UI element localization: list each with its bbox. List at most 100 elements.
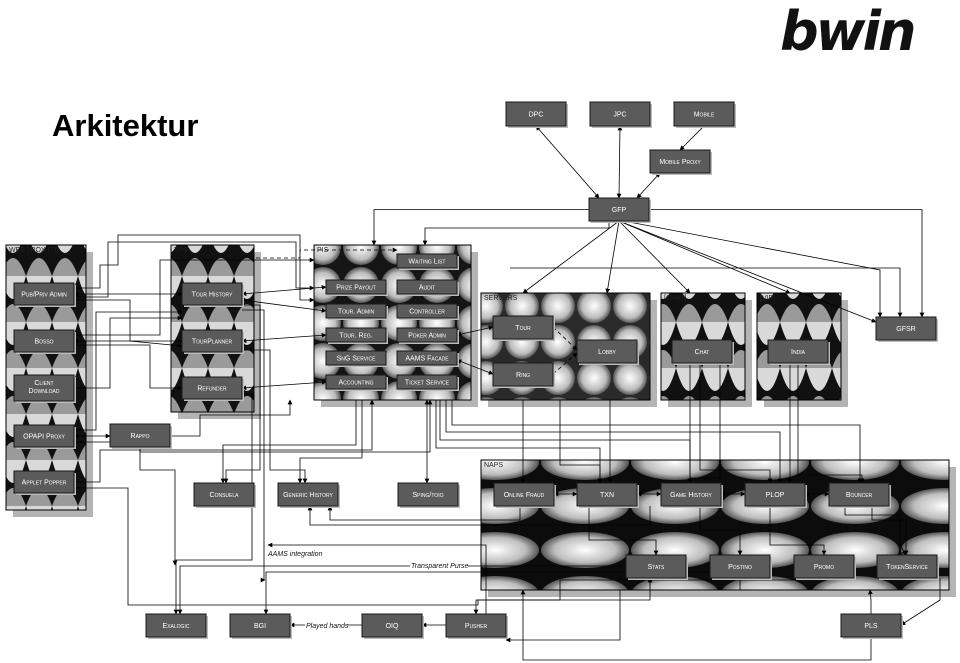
node-gfsr[interactable]: GFSR (875, 316, 938, 342)
node-gfp[interactable]: GFP (588, 197, 651, 223)
node-poker-admin[interactable]: Poker Admin (396, 327, 459, 344)
edge (699, 363, 773, 484)
edge (535, 125, 600, 199)
cluster-label-tps: TPS (174, 247, 188, 254)
node-label-bosso: Bosso (34, 339, 53, 346)
node-tour-admin[interactable]: Tour. Admin (325, 303, 388, 320)
node-mobile[interactable]: Mobile (673, 101, 736, 128)
edge (623, 220, 883, 318)
node-rappo[interactable]: Rappo (109, 423, 172, 449)
node-label-tokenservice: TokenService (886, 564, 928, 571)
edge (263, 571, 710, 615)
node-prize-payout[interactable]: Prize Payout (325, 279, 388, 296)
node-opapi-proxy[interactable]: OPAPI Proxy (13, 424, 76, 449)
node-bosso[interactable]: Bosso (13, 329, 76, 354)
node-label-pusher: Pusher (465, 623, 488, 630)
node-label-stats: Stats (648, 564, 665, 571)
node-label-jpc: JPC (613, 112, 626, 119)
node-chat[interactable]: Chat (671, 339, 734, 365)
edge (74, 399, 375, 483)
node-label-chat: Chat (695, 349, 710, 356)
node-tourplanner[interactable]: TourPlanner (181, 329, 244, 354)
node-label-sping-toio: Sping/toio (413, 492, 444, 499)
edge-label-played-hands: Played hands (306, 623, 349, 630)
node-generic-history[interactable]: Generic History (277, 482, 340, 508)
node-label-tour-admin: Tour. Admin (338, 309, 375, 316)
node-accounting[interactable]: Accounting (325, 374, 388, 391)
edge (241, 379, 327, 391)
node-consuela[interactable]: Consuela (193, 482, 256, 508)
node-label-controller: Controller (409, 309, 445, 316)
node-label-india: India (791, 349, 806, 356)
node-promo[interactable]: Promo (793, 554, 856, 580)
node-tokenservice[interactable]: TokenService (876, 554, 939, 580)
node-label-opapi-proxy: OPAPI Proxy (23, 434, 65, 441)
edge (679, 125, 705, 151)
node-india[interactable]: India (767, 339, 830, 365)
edge (445, 400, 783, 484)
node-tour-history[interactable]: Tour History (181, 282, 244, 307)
node-sng-service[interactable]: SnG Service (325, 350, 388, 367)
edge (74, 315, 183, 389)
edge (616, 125, 623, 199)
node-waiting-list[interactable]: Waiting List (396, 253, 459, 270)
node-tour[interactable]: Tour (492, 315, 555, 341)
node-online-fraud[interactable]: Online Fraud (493, 482, 556, 508)
node-pls[interactable]: PLS (840, 613, 903, 639)
edge (241, 299, 327, 313)
node-tour-reg[interactable]: Tour. Reg. (325, 327, 388, 344)
edge (552, 352, 578, 375)
edge (267, 542, 487, 614)
edge (241, 284, 327, 297)
node-oiq[interactable]: OIQ (361, 613, 424, 639)
node-label-applet-popper: Applet Popper (22, 480, 67, 487)
node-pub-priv-admin[interactable]: Pub/Priv Admin (13, 282, 76, 307)
page-title: Arkitektur (52, 108, 199, 143)
node-label-postino: Postino (728, 564, 752, 571)
edge (74, 487, 653, 606)
node-label-txn: TXN (600, 492, 614, 499)
node-postino[interactable]: Postino (709, 554, 772, 580)
node-label-tourplanner: TourPlanner (192, 339, 233, 346)
node-txn[interactable]: TXN (576, 482, 639, 508)
node-bouncer[interactable]: Bouncer (828, 482, 891, 508)
edge (451, 400, 863, 484)
node-controller[interactable]: Controller (396, 303, 459, 320)
node-jpc[interactable]: JPC (589, 101, 652, 128)
cluster-label-naps: NAPS (484, 462, 503, 469)
edge (74, 309, 183, 431)
node-label-game-history: Game History (670, 492, 712, 499)
node-ring[interactable]: Ring (492, 362, 555, 388)
node-game-history[interactable]: Game History (660, 482, 723, 508)
node-plop[interactable]: PLOP (744, 482, 807, 508)
node-label-pub-priv-admin: Pub/Priv Admin (21, 292, 67, 299)
node-mobile-proxy[interactable]: Mobile Proxy (649, 149, 712, 175)
node-aams-facade[interactable]: AAMS Facade (396, 350, 459, 367)
node-sping-toio[interactable]: Sping/toio (397, 482, 460, 508)
node-refunder[interactable]: Refunder (181, 376, 244, 401)
node-bgi[interactable]: BGI (229, 613, 292, 639)
node-lobby[interactable]: Lobby (576, 339, 639, 365)
edge (618, 220, 791, 294)
node-label-gfp: GFP (612, 207, 627, 214)
node-label-mobile-proxy: Mobile Proxy (659, 159, 701, 166)
edge (173, 393, 253, 615)
cluster-label-servers: SERVERS (484, 295, 518, 302)
node-stats[interactable]: Stats (625, 554, 688, 580)
edge (177, 565, 626, 615)
edge (520, 589, 872, 661)
node-audit[interactable]: Audit (396, 279, 459, 296)
node-pusher[interactable]: Pusher (445, 613, 508, 639)
node-dpc[interactable]: DPC (505, 101, 568, 128)
node-label-waiting-list: Waiting List (409, 259, 446, 266)
node-applet-popper[interactable]: Applet Popper (13, 470, 76, 495)
cluster-label-pis: PIS (317, 247, 329, 254)
edge (220, 400, 357, 484)
node-label-pls: PLS (864, 623, 878, 630)
edge (74, 257, 315, 336)
node-exalogic[interactable]: Exalogic (145, 613, 208, 639)
node-ticket-service[interactable]: Ticket Service (396, 374, 459, 391)
